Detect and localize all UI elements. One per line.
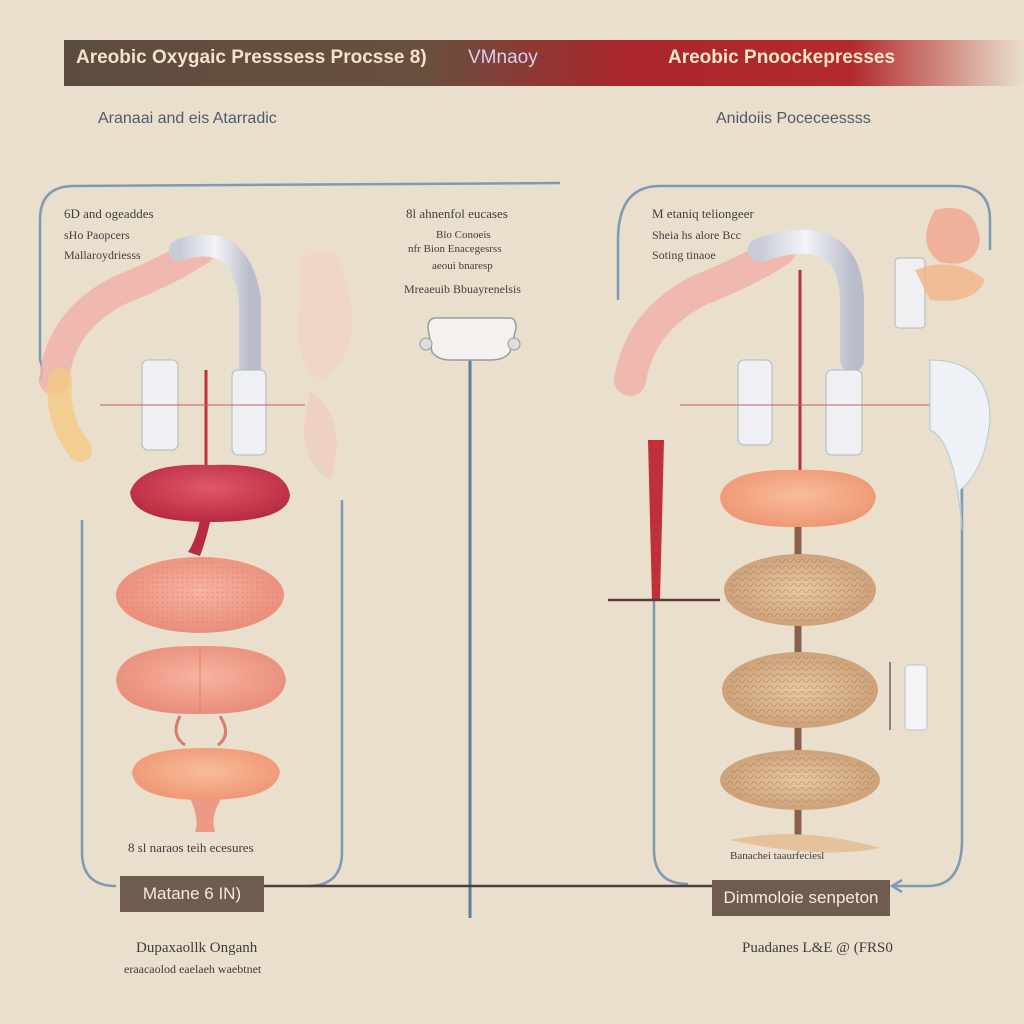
right-output-box: Dimmoloie senpeton — [712, 880, 890, 916]
title-banner — [64, 40, 1024, 86]
center-connector — [264, 317, 712, 918]
left-label-1: 6D and ogeaddes — [64, 206, 154, 221]
left-intestine-illustration — [39, 234, 352, 480]
right-organ-stack — [720, 469, 880, 853]
left-label-2: sHo Paopcers — [64, 228, 130, 242]
right-panel-outline — [616, 184, 992, 894]
banner-right-title: Areobic Pnoockepresses — [668, 47, 896, 68]
banner-center-title: VMnaoy — [468, 47, 538, 68]
left-bottom-label: 8 sl naraos teih ecesures — [128, 840, 254, 855]
left-heading: Aranaai and eis Atarradic — [98, 110, 277, 127]
right-label-2: Sheia hs alore Bcc — [652, 228, 741, 242]
left-label-3: Mallaroydriesss — [64, 248, 141, 262]
right-label-3: Soting tinaoe — [652, 248, 716, 262]
center-label-2: Blo Conoeis — [436, 229, 491, 241]
right-bottom-label: Banachei taaurfeciesl — [730, 850, 825, 862]
banner-left-title: Areobic Oxygaic Presssess Procsse 8) — [76, 47, 427, 68]
right-caption: Puadanes L&E @ (FRS0 — [742, 940, 893, 956]
center-label-4: aeoui bnaresp — [432, 260, 493, 272]
center-label-1: 8l ahnenfol eucases — [406, 206, 508, 221]
center-label-5: Mreaeuib Bbuayrenelsis — [404, 282, 521, 296]
left-organ-stack — [116, 464, 290, 832]
center-label-3: nfr Bion Enacegesrss — [408, 243, 502, 255]
right-intestine-illustration — [608, 208, 991, 731]
left-caption-line2: eraacaolod eaelaeh waebtnet — [124, 962, 262, 976]
right-label-1: M etaniq teliongeer — [652, 206, 754, 221]
left-output-box: Matane 6 IN) — [120, 876, 264, 912]
left-caption-line1: Dupaxaollk Onganh — [136, 940, 258, 956]
right-heading: Anidoiis Poceceessss — [716, 110, 871, 127]
